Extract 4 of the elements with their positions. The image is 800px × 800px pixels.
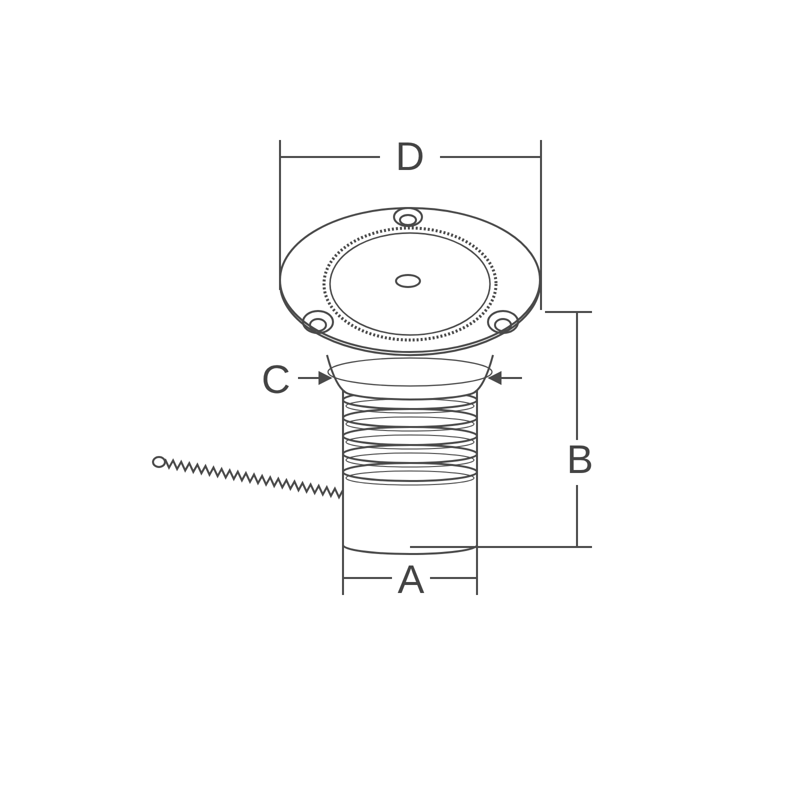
dimension-label: C (262, 360, 290, 400)
dimension-label: B (566, 440, 594, 480)
dimension-label: D (396, 137, 424, 177)
dimension-label: A (398, 560, 424, 600)
